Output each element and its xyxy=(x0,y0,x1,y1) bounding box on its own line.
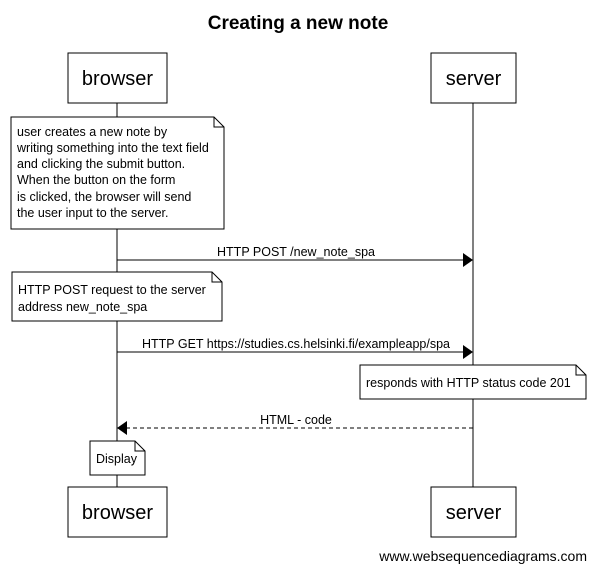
note-line: the user input to the server. xyxy=(17,206,168,220)
note-line: responds with HTTP status code 201 xyxy=(366,376,571,390)
message-get-label: HTTP GET https://studies.cs.helsinki.fi/… xyxy=(142,337,450,351)
message-post: HTTP POST /new_note_spa xyxy=(117,245,473,267)
note-line: writing something into the text field xyxy=(16,141,209,155)
note-display: Display xyxy=(89,440,146,476)
server-actor-bottom: server xyxy=(430,486,517,538)
footer-watermark: www.websequencediagrams.com xyxy=(378,548,587,564)
diagram-title: Creating a new note xyxy=(208,13,389,34)
note-line: address new_note_spa xyxy=(18,300,147,314)
note-line: Display xyxy=(96,452,138,466)
browser-actor-label: browser xyxy=(82,68,153,90)
message-get: HTTP GET https://studies.cs.helsinki.fi/… xyxy=(117,337,473,359)
browser-actor-top: browser xyxy=(67,52,168,104)
note-line: HTTP POST request to the server xyxy=(18,283,206,297)
message-get-arrowhead xyxy=(463,345,473,359)
message-html-arrowhead xyxy=(117,421,127,435)
note-user-input: user creates a new note by writing somet… xyxy=(10,116,225,230)
note-line: and clicking the submit button. xyxy=(17,157,185,171)
note-line: When the button on the form xyxy=(17,173,175,187)
message-post-arrowhead xyxy=(463,253,473,267)
note-line: is clicked, the browser will send xyxy=(17,190,191,204)
message-html-label: HTML - code xyxy=(260,413,332,427)
server-actor-top: server xyxy=(430,52,517,104)
browser-actor-label: browser xyxy=(82,502,153,524)
note-server-response: responds with HTTP status code 201 xyxy=(359,364,587,400)
message-html: HTML - code xyxy=(117,413,473,435)
browser-actor-bottom: browser xyxy=(67,486,168,538)
server-actor-label: server xyxy=(446,502,502,524)
note-post-request: HTTP POST request to the server address … xyxy=(11,271,223,322)
note-line: user creates a new note by xyxy=(17,125,168,139)
message-post-label: HTTP POST /new_note_spa xyxy=(217,245,375,259)
server-actor-label: server xyxy=(446,68,502,90)
